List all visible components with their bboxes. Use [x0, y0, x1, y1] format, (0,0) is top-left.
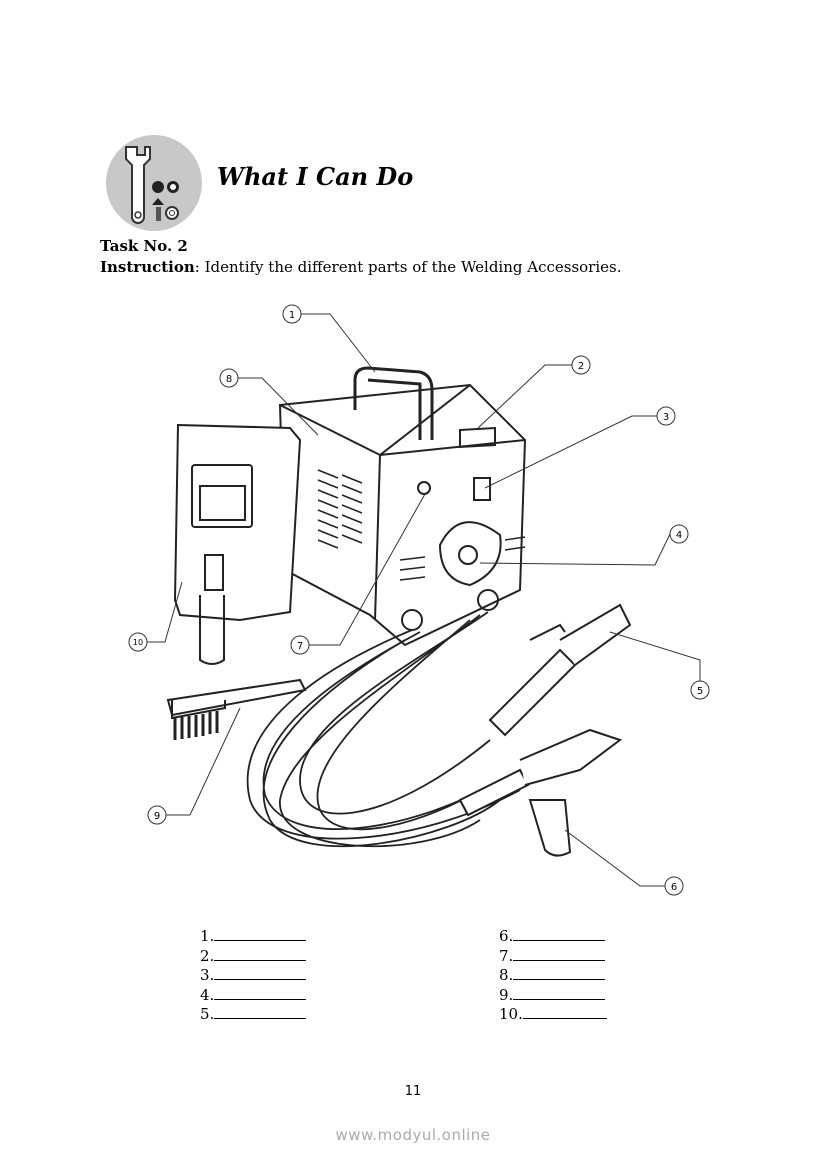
answer-line-4[interactable]: 4.	[200, 986, 307, 1006]
answer-line-7[interactable]: 7.	[499, 947, 607, 967]
callout-10: 10	[128, 632, 148, 652]
answer-line-1[interactable]: 1.	[200, 927, 307, 947]
svg-text:4: 4	[676, 530, 682, 541]
instruction-text: : Identify the different parts of the We…	[194, 258, 622, 276]
callout-4: 4	[669, 524, 689, 544]
answer-line-2[interactable]: 2.	[200, 947, 307, 967]
answer-line-5[interactable]: 5.	[200, 1005, 307, 1025]
welding-helmet-illustration	[173, 423, 302, 665]
answer-line-3[interactable]: 3.	[200, 966, 307, 986]
callout-1: 1	[282, 304, 302, 324]
callout-markers: 1 2 3 4 5 6 7 8 9 10	[128, 304, 710, 896]
callout-2: 2	[571, 355, 591, 375]
svg-text:5: 5	[697, 686, 703, 697]
callout-5: 5	[690, 680, 710, 700]
svg-text:8: 8	[226, 374, 232, 385]
answer-column-right: 6. 7. 8. 9. 10.	[499, 927, 607, 1025]
welding-accessories-diagram: 1 2 3 4 5 6 7 8 9 10	[128, 304, 710, 896]
answer-line-8[interactable]: 8.	[499, 966, 607, 986]
svg-text:7: 7	[297, 641, 303, 652]
svg-text:6: 6	[671, 882, 677, 893]
instruction: Instruction: Identify the different part…	[100, 258, 622, 276]
task-label: Task No. 2	[100, 237, 188, 255]
callout-3: 3	[656, 406, 676, 426]
svg-text:1: 1	[289, 310, 295, 321]
page-number: 11	[404, 1084, 422, 1099]
tools-icon	[106, 135, 202, 231]
electrode-holder-illustration	[488, 603, 632, 737]
callout-6: 6	[664, 876, 684, 896]
answer-column-left: 1. 2. 3. 4. 5.	[200, 927, 307, 1025]
svg-text:2: 2	[578, 361, 584, 372]
svg-text:9: 9	[154, 811, 160, 822]
svg-text:10: 10	[133, 638, 143, 647]
callout-9: 9	[147, 805, 167, 825]
answer-line-6[interactable]: 6.	[499, 927, 607, 947]
instruction-label: Instruction	[100, 258, 195, 276]
callout-7: 7	[290, 635, 310, 655]
section-title: What I Can Do	[217, 162, 414, 191]
svg-text:3: 3	[663, 412, 669, 423]
answer-line-9[interactable]: 9.	[499, 986, 607, 1006]
watermark: www.modyul.online	[335, 1126, 491, 1144]
welding-cables-illustration	[246, 611, 521, 848]
answer-line-10[interactable]: 10.	[499, 1005, 607, 1025]
callout-8: 8	[219, 368, 239, 388]
welding-machine-illustration	[278, 366, 527, 647]
ground-clamp-illustration	[458, 728, 623, 857]
